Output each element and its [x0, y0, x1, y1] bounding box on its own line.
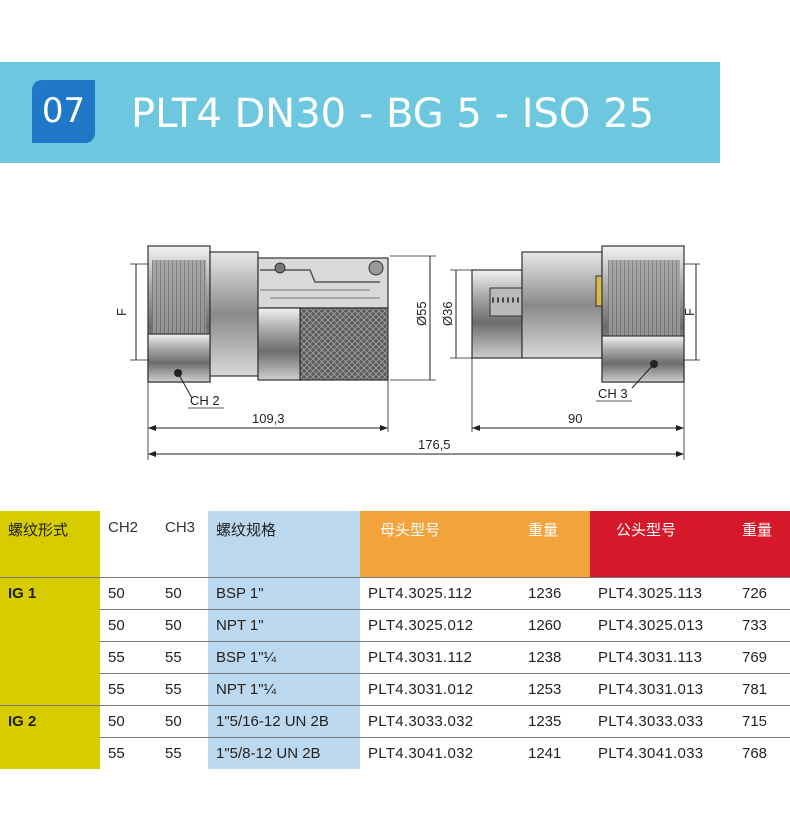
- header-female-model: 母头型号: [360, 511, 520, 577]
- f-label-left: F: [114, 308, 129, 316]
- cell-ch2: 50: [100, 608, 157, 641]
- cell-ch2: 50: [100, 704, 157, 737]
- cell-female-weight: 1236: [520, 576, 590, 609]
- group-cell: [0, 609, 100, 641]
- cell-male-weight: 715: [734, 704, 790, 737]
- cell-ch2: 55: [100, 672, 157, 705]
- cell-female-model: PLT4.3031.112: [360, 640, 520, 673]
- length-total-label: 176,5: [418, 437, 451, 452]
- header-ch3: CH3: [157, 511, 208, 577]
- cell-female-weight: 1235: [520, 704, 590, 737]
- group-label-ig2: IG 2: [0, 704, 100, 737]
- cell-thread-spec: BSP 1"¼: [208, 640, 360, 673]
- length-female-label: 109,3: [252, 411, 285, 426]
- spec-table: 螺纹形式 CH2 CH3 螺纹规格 母头型号 重量 公头型号 重量 IG 1 5…: [0, 511, 790, 769]
- coupling-technical-drawing: F F Ø55 Ø36 CH 2 CH 3 109,3 90 176,5: [114, 245, 700, 460]
- cell-male-weight: 733: [734, 608, 790, 641]
- cell-ch2: 55: [100, 736, 157, 769]
- cell-male-model: PLT4.3031.013: [590, 672, 734, 705]
- cell-male-model: PLT4.3033.033: [590, 704, 734, 737]
- cell-male-model: PLT4.3025.113: [590, 576, 734, 609]
- cell-thread-spec: 1"5/8-12 UN 2B: [208, 736, 360, 769]
- cell-female-model: PLT4.3041.032: [360, 736, 520, 769]
- table-row: IG 1 50 50 BSP 1" PLT4.3025.112 1236 PLT…: [0, 576, 790, 609]
- cell-female-model: PLT4.3025.112: [360, 576, 520, 609]
- cell-female-weight: 1241: [520, 736, 590, 769]
- header-banner: 07 PLT4 DN30 - BG 5 - ISO 25: [0, 62, 720, 163]
- cell-ch3: 55: [157, 736, 208, 769]
- header-thread-spec: 螺纹规格: [208, 511, 360, 577]
- header-ch2: CH2: [100, 511, 157, 577]
- cell-thread-spec: 1"5/16-12 UN 2B: [208, 704, 360, 737]
- cell-female-weight: 1253: [520, 672, 590, 705]
- cell-ch2: 55: [100, 640, 157, 673]
- cell-female-weight: 1238: [520, 640, 590, 673]
- female-coupling: [147, 245, 389, 399]
- cell-female-weight: 1260: [520, 608, 590, 641]
- cell-male-weight: 781: [734, 672, 790, 705]
- f-label-right: F: [682, 308, 697, 316]
- cell-female-model: PLT4.3031.012: [360, 672, 520, 705]
- group-cell: [0, 673, 100, 705]
- cell-ch3: 50: [157, 576, 208, 609]
- page-title: PLT4 DN30 - BG 5 - ISO 25: [131, 91, 655, 137]
- table-row: 55 55 BSP 1"¼ PLT4.3031.112 1238 PLT4.30…: [0, 640, 790, 673]
- table-row: IG 2 50 50 1"5/16-12 UN 2B PLT4.3033.032…: [0, 704, 790, 737]
- cell-ch3: 50: [157, 704, 208, 737]
- cell-ch3: 55: [157, 640, 208, 673]
- cell-male-weight: 768: [734, 736, 790, 769]
- header-male-model: 公头型号: [590, 511, 734, 577]
- cell-male-weight: 726: [734, 576, 790, 609]
- cell-male-model: PLT4.3031.113: [590, 640, 734, 673]
- header-male-weight: 重量: [734, 511, 790, 577]
- cell-thread-spec: NPT 1": [208, 608, 360, 641]
- cell-male-model: PLT4.3025.013: [590, 608, 734, 641]
- male-coupling: [471, 245, 685, 389]
- header-female-weight: 重量: [520, 511, 590, 577]
- length-male-label: 90: [568, 411, 582, 426]
- table-row: 55 55 NPT 1"¼ PLT4.3031.012 1253 PLT4.30…: [0, 672, 790, 705]
- cell-ch3: 55: [157, 672, 208, 705]
- table-header-row: 螺纹形式 CH2 CH3 螺纹规格 母头型号 重量 公头型号 重量: [0, 511, 790, 577]
- cell-male-model: PLT4.3041.033: [590, 736, 734, 769]
- group-cell: [0, 737, 100, 769]
- ch2-label: CH 2: [190, 393, 220, 408]
- cell-ch3: 50: [157, 608, 208, 641]
- ch3-label: CH 3: [598, 386, 628, 401]
- cell-thread-spec: BSP 1": [208, 576, 360, 609]
- cell-thread-spec: NPT 1"¼: [208, 672, 360, 705]
- diameter-55-label: Ø55: [414, 301, 429, 326]
- table-row: 50 50 NPT 1" PLT4.3025.012 1260 PLT4.302…: [0, 608, 790, 641]
- group-cell: [0, 641, 100, 673]
- diameter-36-label: Ø36: [440, 301, 455, 326]
- section-number-badge: 07: [32, 80, 95, 143]
- cell-male-weight: 769: [734, 640, 790, 673]
- cell-female-model: PLT4.3025.012: [360, 608, 520, 641]
- group-label-ig1: IG 1: [0, 576, 100, 609]
- header-thread-type: 螺纹形式: [0, 511, 100, 577]
- cell-female-model: PLT4.3033.032: [360, 704, 520, 737]
- cell-ch2: 50: [100, 576, 157, 609]
- table-row: 55 55 1"5/8-12 UN 2B PLT4.3041.032 1241 …: [0, 736, 790, 769]
